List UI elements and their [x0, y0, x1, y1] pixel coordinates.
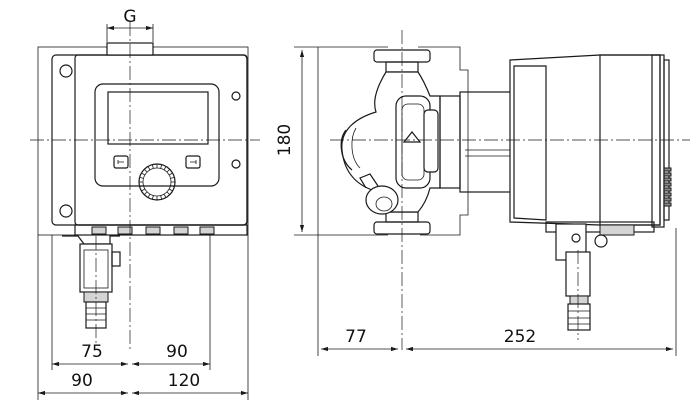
front-view — [30, 22, 260, 350]
front-dimensions: G 75 90 90 120 — [37, 7, 249, 400]
right-button-icon — [185, 155, 201, 169]
cable-glands — [91, 226, 215, 235]
side-view — [317, 30, 690, 350]
screw-icon — [594, 234, 608, 248]
screw-icon — [59, 204, 73, 218]
knob-ticks — [139, 164, 175, 200]
dim-label-g: G — [123, 7, 136, 27]
valve-bulb — [365, 185, 399, 215]
dim-label-front-total-left: 90 — [71, 371, 93, 391]
screw-icon — [231, 159, 241, 169]
dim-label-height: 180 — [275, 124, 295, 156]
screw-icon — [59, 64, 73, 78]
control-panel — [94, 83, 220, 187]
bottom-strip — [74, 224, 248, 236]
dim-label-front-base-right: 90 — [166, 342, 188, 362]
dim-label-front-base-left: 75 — [81, 342, 103, 362]
left-button-icon — [113, 155, 129, 169]
display-screen — [107, 91, 209, 145]
dim-label-front-total-right: 120 — [168, 371, 200, 391]
flow-arrow-icon — [402, 131, 422, 143]
dim-label-side-left: 77 — [345, 327, 367, 347]
motor-adapter — [439, 95, 461, 189]
side-plug — [567, 303, 591, 331]
cooling-fins — [663, 167, 672, 207]
dim-label-side-total: 252 — [504, 327, 536, 347]
screw-icon — [231, 91, 241, 101]
side-dimensions: 180 77 252 — [275, 46, 677, 356]
